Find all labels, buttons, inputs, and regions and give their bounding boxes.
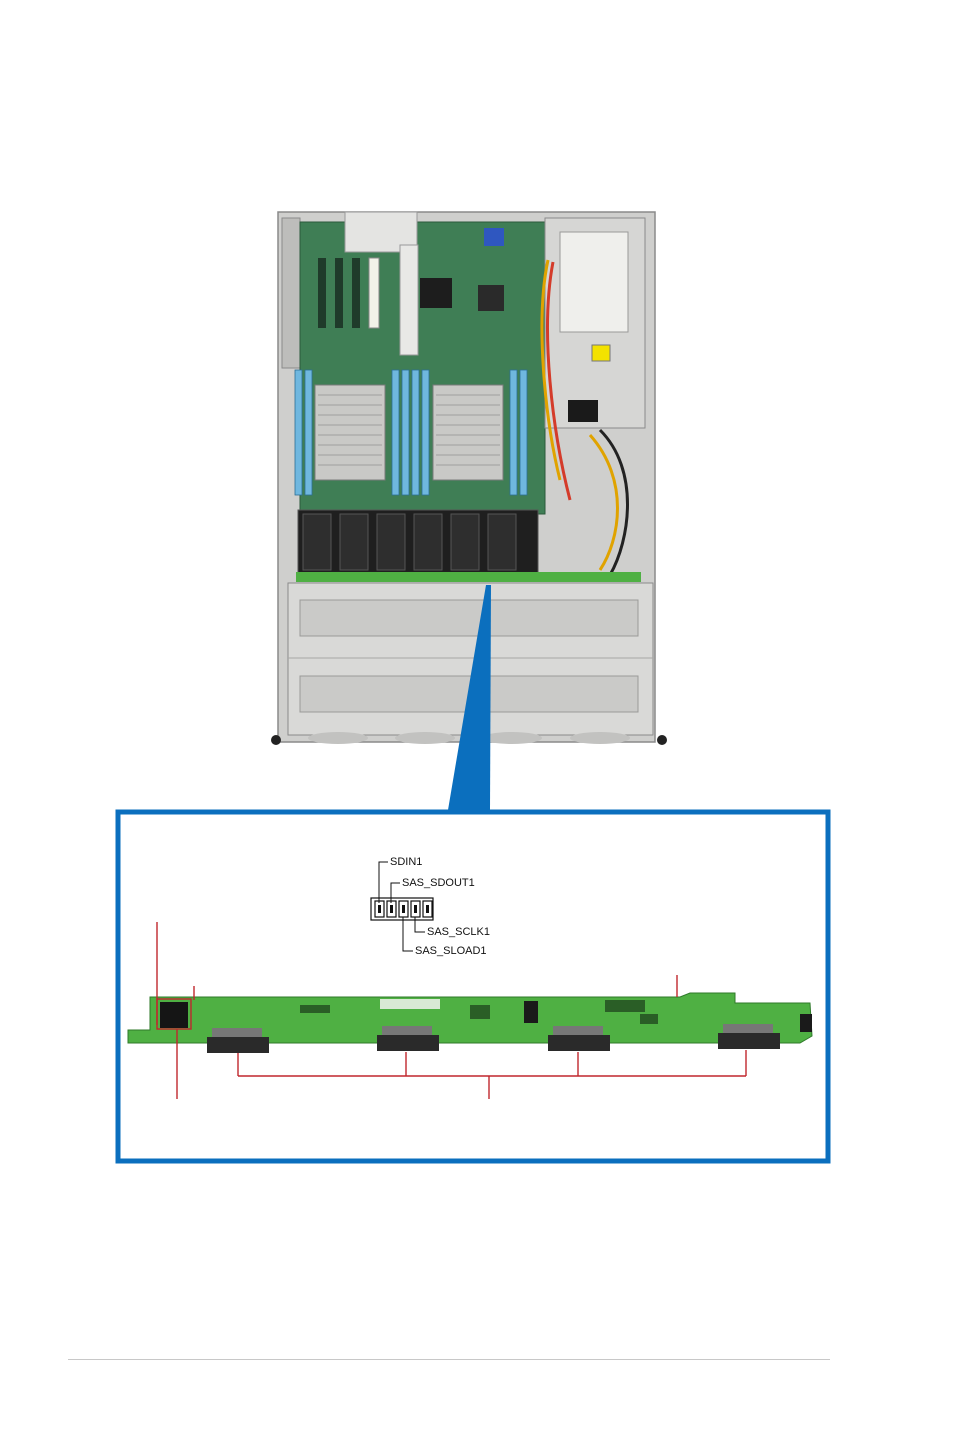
pin-label-sas-sclk1: SAS_SCLK1	[427, 926, 490, 938]
callout-frame	[118, 812, 828, 1161]
pin-label-sdin1: SDIN1	[390, 856, 422, 868]
pin-label-sas-sdout1: SAS_SDOUT1	[402, 877, 475, 889]
pin-label-sas-sload1: SAS_SLOAD1	[415, 945, 487, 957]
server-top-view-image	[271, 212, 667, 745]
sgpio-pin-header-icon	[371, 898, 433, 920]
footer-rule	[68, 1359, 830, 1360]
